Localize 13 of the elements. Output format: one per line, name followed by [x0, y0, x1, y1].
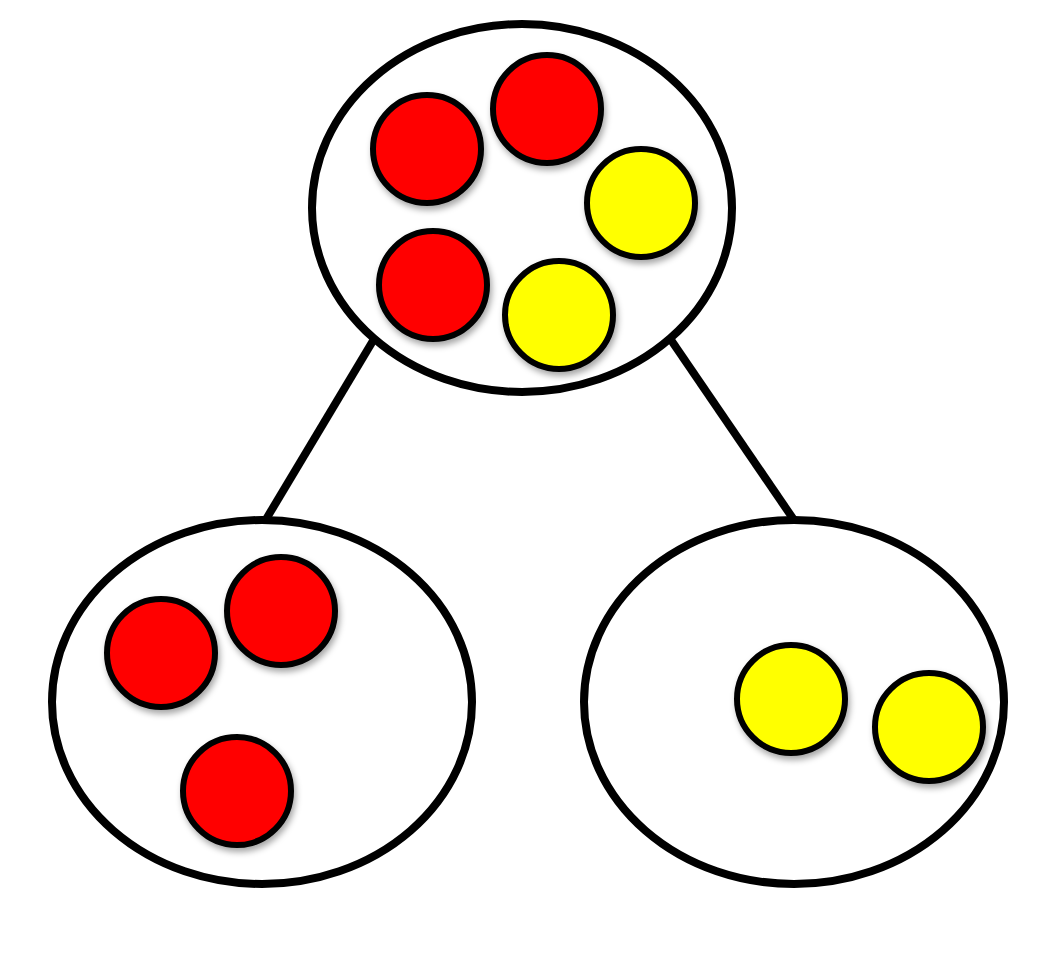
circle: [489, 51, 603, 165]
ellipse: [580, 516, 1008, 888]
ellipse: [48, 516, 476, 888]
circle: [375, 227, 489, 341]
circle: [369, 91, 483, 205]
circle: [179, 733, 293, 847]
ellipse: [308, 20, 736, 396]
circle: [733, 641, 847, 755]
circle: [871, 669, 985, 783]
circle: [103, 595, 217, 709]
circle: [501, 257, 615, 371]
circle: [583, 145, 697, 259]
circle: [223, 553, 337, 667]
